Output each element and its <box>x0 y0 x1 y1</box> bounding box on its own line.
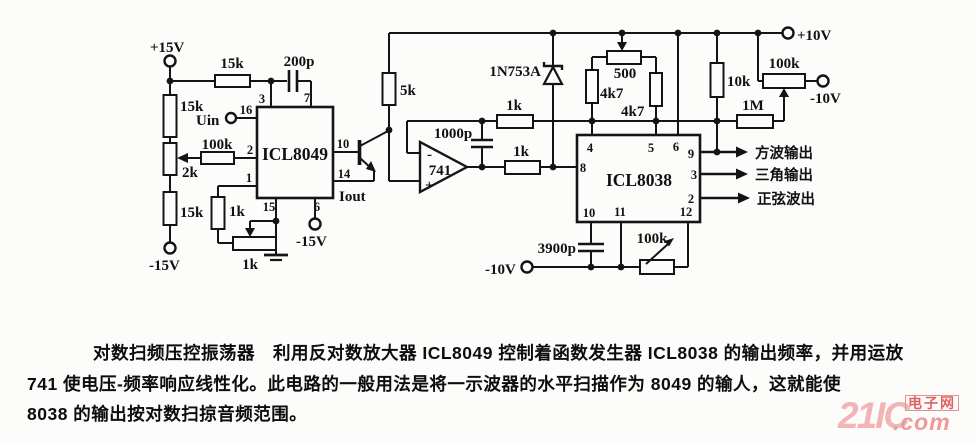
icl8049-pin10: 10 <box>337 137 350 151</box>
resistor-15k-upper-label: 15k <box>180 99 204 115</box>
icl8049-pin6: 6 <box>314 200 320 214</box>
icl8038-pin5: 5 <box>648 141 654 155</box>
pot-1k-bottom-label: 1k <box>242 257 259 273</box>
resistor-100k-input-label: 100k <box>202 137 234 153</box>
capacitor-1000p <box>471 121 493 167</box>
watermark-dot-com: .com <box>893 409 951 435</box>
icl8049-pin14: 14 <box>338 167 351 181</box>
icl8038-pin12: 12 <box>680 205 693 219</box>
icl8038-body <box>575 133 702 224</box>
resistor-5k-label: 5k <box>400 83 417 99</box>
resistor-1m-branch <box>736 88 789 129</box>
watermark-site-name: 电子网 <box>905 395 959 411</box>
triangle-output-label: 三角输出 <box>755 166 813 184</box>
icl8038-pin6: 6 <box>673 140 679 154</box>
resistor-1m-label: 1M <box>742 98 764 114</box>
resistor-1k-out-label: 1k <box>513 144 530 160</box>
uin-label: Uin <box>196 113 220 129</box>
icl8049-pin16: 16 <box>240 103 253 117</box>
log-transistor <box>333 130 389 182</box>
icl8038-pin10: 10 <box>583 206 596 220</box>
opamp-plus-sign: + <box>425 178 434 194</box>
icl8049-name: ICL8049 <box>262 144 328 164</box>
sine-output-label: 正弦波出 <box>757 190 815 208</box>
resistor-10k-label: 10k <box>727 74 751 90</box>
capacitor-1000p-label: 1000p <box>434 126 472 142</box>
icl8049-pin2: 2 <box>247 143 253 157</box>
caption-line-3: 8038 的输出按对数扫掠音频范围。 <box>27 404 308 424</box>
icl8038-pin8: 8 <box>580 161 586 175</box>
pot-100k-top-label: 100k <box>769 56 801 72</box>
caption-line-1: 对数扫频压控振荡器 利用反对数放大器 ICL8049 控制着函数发生器 ICL8… <box>93 343 904 363</box>
resistor-4k7-right-label: 4k7 <box>621 104 645 120</box>
feedback-line <box>407 114 737 129</box>
icl8049-pin15: 15 <box>263 200 276 214</box>
m10v-right-label: -10V <box>810 91 841 107</box>
m10v-bottom-label: -10V <box>485 262 516 278</box>
p15v-label: +15V <box>150 40 185 56</box>
pot-500-network <box>585 33 663 121</box>
resistor-10k-branch <box>709 33 725 156</box>
square-output-label: 方波输出 <box>755 144 813 162</box>
pot-100k-bottom-label: 100k <box>637 231 669 247</box>
icl8038-name: ICL8038 <box>606 170 672 190</box>
pot-2k-label: 2k <box>182 165 199 181</box>
m15v-pin6-label: -15V <box>296 234 327 250</box>
pot-500-label: 500 <box>614 66 637 82</box>
zener-label: 1N753A <box>489 64 541 80</box>
icl8038-pin4: 4 <box>587 141 594 155</box>
resistor-1k-pin1-label: 1k <box>229 204 246 220</box>
p10v-label: +10V <box>797 28 832 44</box>
positive-15v-rail <box>162 54 178 255</box>
offset-network <box>210 185 322 262</box>
opamp-minus-sign: - <box>427 147 432 163</box>
capacitor-200p-label: 200p <box>284 54 315 70</box>
icl8049-pin7: 7 <box>304 91 310 105</box>
icl8038-pin11: 11 <box>614 205 626 219</box>
schematic-canvas: +15V -15V 15k 200p 15k Uin 100k 2k 15k 1… <box>149 26 841 278</box>
icl8038-pin9: 9 <box>688 147 694 161</box>
resistor-4k7-left-label: 4k7 <box>600 86 624 102</box>
waveform-output-lines <box>700 146 750 204</box>
resistor-15k-top-label: 15k <box>220 56 244 72</box>
output-line-pin8 <box>467 160 577 175</box>
icl8038-top-pins <box>591 33 679 135</box>
opamp-741-name: 741 <box>429 163 452 179</box>
resistor-15k-top <box>170 74 287 107</box>
pot-100k-top <box>757 33 830 89</box>
icl8038-pin3: 3 <box>691 168 697 182</box>
resistor-100k-input <box>177 151 257 165</box>
icl8049-pin3: 3 <box>259 92 265 106</box>
zener-1n753a <box>542 33 564 167</box>
icl8049-pin1: 1 <box>246 171 252 185</box>
caption-line-2: 741 使电压-频率响应线性化。此电路的一般用法是将一示波器的水平扫描作为 80… <box>27 374 842 394</box>
bottom-timing-network <box>520 222 689 275</box>
positive-10v-rail <box>389 26 795 40</box>
capacitor-200p <box>287 70 312 107</box>
watermark-21ic-logo: 21IC <box>838 395 910 436</box>
uin-terminal <box>224 111 257 125</box>
opamp-741 <box>406 121 470 194</box>
resistor-5k-branch <box>381 33 420 182</box>
resistor-15k-lower-label: 15k <box>180 205 204 221</box>
iout-label: Iout <box>339 189 366 205</box>
resistor-1k-fb-label: 1k <box>506 98 523 114</box>
icl8038-pin2: 2 <box>688 192 694 206</box>
m15v-label: -15V <box>149 258 180 274</box>
capacitor-3900p-label: 3900p <box>538 241 576 257</box>
